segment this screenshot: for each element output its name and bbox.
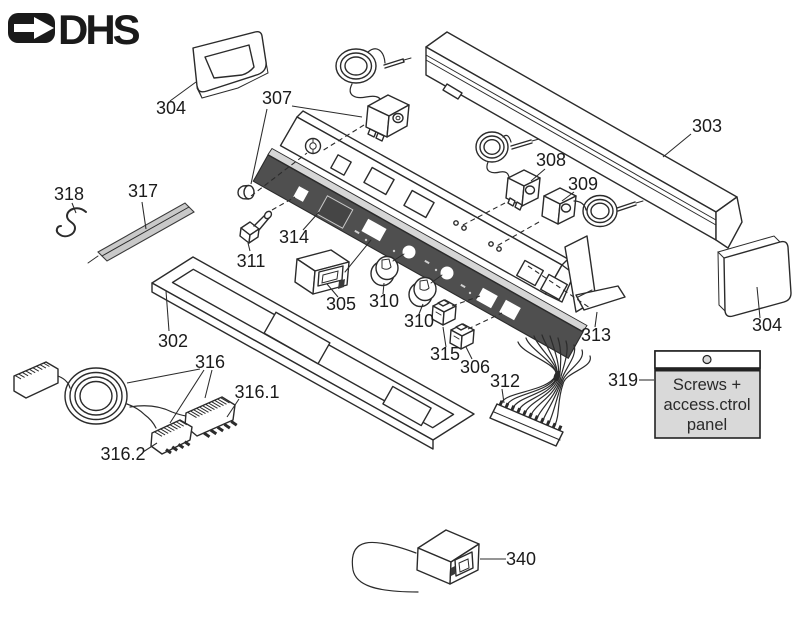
part-306-switch xyxy=(449,323,475,350)
part-311-indicator-lamp xyxy=(239,210,273,244)
label-310-upper: 310 xyxy=(369,291,399,311)
control-panel-bracket xyxy=(279,110,575,303)
panel-cutouts xyxy=(293,186,521,321)
arrow-right-icon xyxy=(14,17,54,39)
part-340-module xyxy=(351,529,480,593)
part-304-left-endcap xyxy=(192,30,269,99)
part-305-timer-module xyxy=(294,239,372,295)
part-310-knob-lower xyxy=(408,274,443,308)
packet-text-line1: Screws + xyxy=(673,376,741,394)
part-317-trim-strip xyxy=(87,202,195,264)
logo-text: DHS xyxy=(58,6,140,53)
assembly-dashed-lines xyxy=(250,124,591,330)
part-310-knob-upper xyxy=(370,253,405,287)
connector-316-2-pins xyxy=(165,440,191,455)
label-312: 312 xyxy=(490,371,520,391)
connector-316-1-pins xyxy=(203,420,238,439)
packet-text-line2: access.ctrol xyxy=(663,396,750,414)
part-labels: 304 307 303 308 309 318 317 311 314 305 … xyxy=(54,88,782,569)
harness-wires xyxy=(500,334,591,426)
label-304-right: 304 xyxy=(752,315,782,335)
part-302-frame xyxy=(151,256,475,450)
label-314: 314 xyxy=(279,227,309,247)
label-317: 317 xyxy=(128,181,158,201)
packet-text-line3: panel xyxy=(687,416,727,434)
part-315-switch xyxy=(431,299,457,326)
label-307: 307 xyxy=(262,88,292,108)
connector-teeth xyxy=(14,362,50,380)
connector-316-1-hatch xyxy=(187,397,230,419)
label-304-top: 304 xyxy=(156,98,186,118)
label-311: 311 xyxy=(237,251,266,271)
part-318-clip xyxy=(55,207,87,238)
label-319: 319 xyxy=(608,370,638,390)
part-307-bushing xyxy=(237,184,255,200)
label-316: 316 xyxy=(195,352,225,372)
label-340: 340 xyxy=(506,549,536,569)
label-306: 306 xyxy=(460,357,490,377)
part-308-thermostat xyxy=(475,131,541,211)
packet-hang-hole xyxy=(702,354,712,365)
part-304-right-endcap xyxy=(717,235,792,318)
dhs-logo: DHS xyxy=(8,6,143,53)
label-303: 303 xyxy=(692,116,722,136)
part-319-screw-packet: Screws + access.ctrol panel xyxy=(654,350,761,439)
label-310-lower: 310 xyxy=(404,311,434,331)
part-313-end-bracket xyxy=(564,235,626,313)
part-316-cable-assembly xyxy=(13,361,187,429)
label-309: 309 xyxy=(568,174,598,194)
label-316-1: 316.1 xyxy=(234,382,279,402)
part-307-thermostat xyxy=(335,48,412,142)
label-305: 305 xyxy=(326,294,356,314)
part-303-top-cover xyxy=(425,31,743,249)
connector-316-2-hatch xyxy=(153,419,188,437)
bracket-cutouts xyxy=(330,154,569,301)
label-308: 308 xyxy=(536,150,566,170)
leader-lines xyxy=(71,81,761,560)
label-313: 313 xyxy=(581,325,611,345)
part-314-front-panel xyxy=(252,147,588,359)
label-302: 302 xyxy=(158,331,188,351)
label-315: 315 xyxy=(430,344,460,364)
label-316-2: 316.2 xyxy=(100,444,145,464)
part-312-wiring-harness xyxy=(489,334,591,447)
part-316-1-connector xyxy=(184,396,238,439)
part-309-thermostat xyxy=(541,187,644,228)
part-316-2-connector xyxy=(150,419,193,455)
label-318: 318 xyxy=(54,184,84,204)
